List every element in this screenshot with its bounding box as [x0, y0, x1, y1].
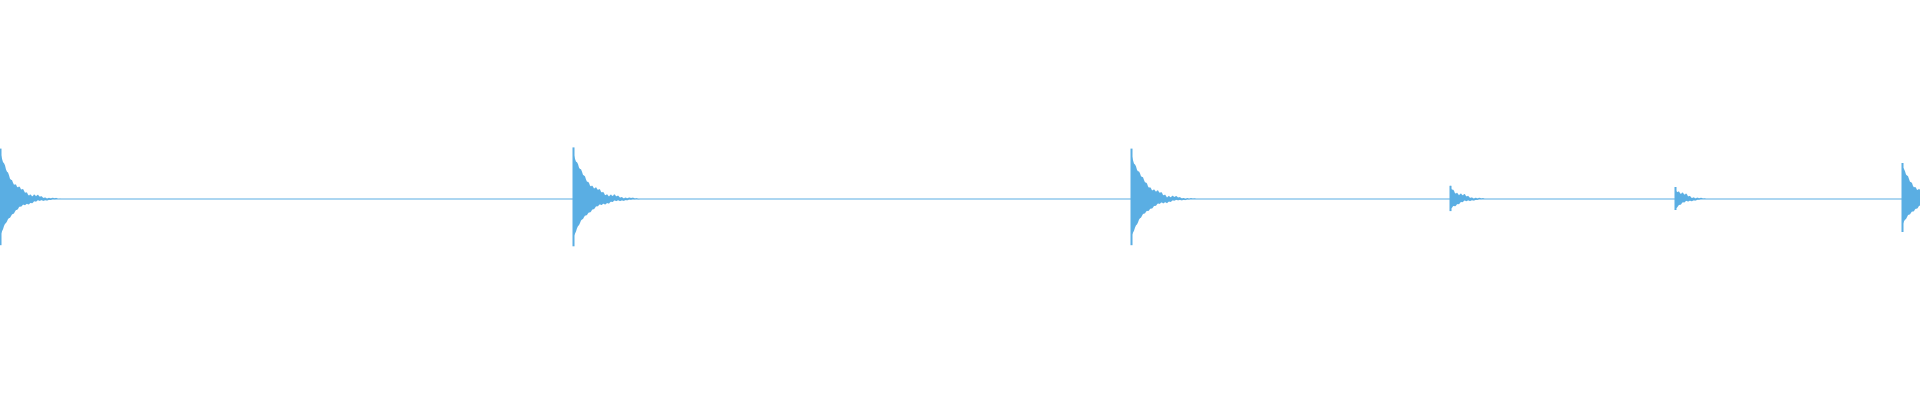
- transient-4: [1450, 185, 1675, 210]
- transient-6: [1902, 166, 1920, 227]
- waveform-transients: [0, 147, 1920, 247]
- transient-5: [1675, 187, 1902, 209]
- transient-1: [0, 151, 573, 237]
- transient-3: [1131, 152, 1450, 238]
- transient-2: [573, 151, 1131, 239]
